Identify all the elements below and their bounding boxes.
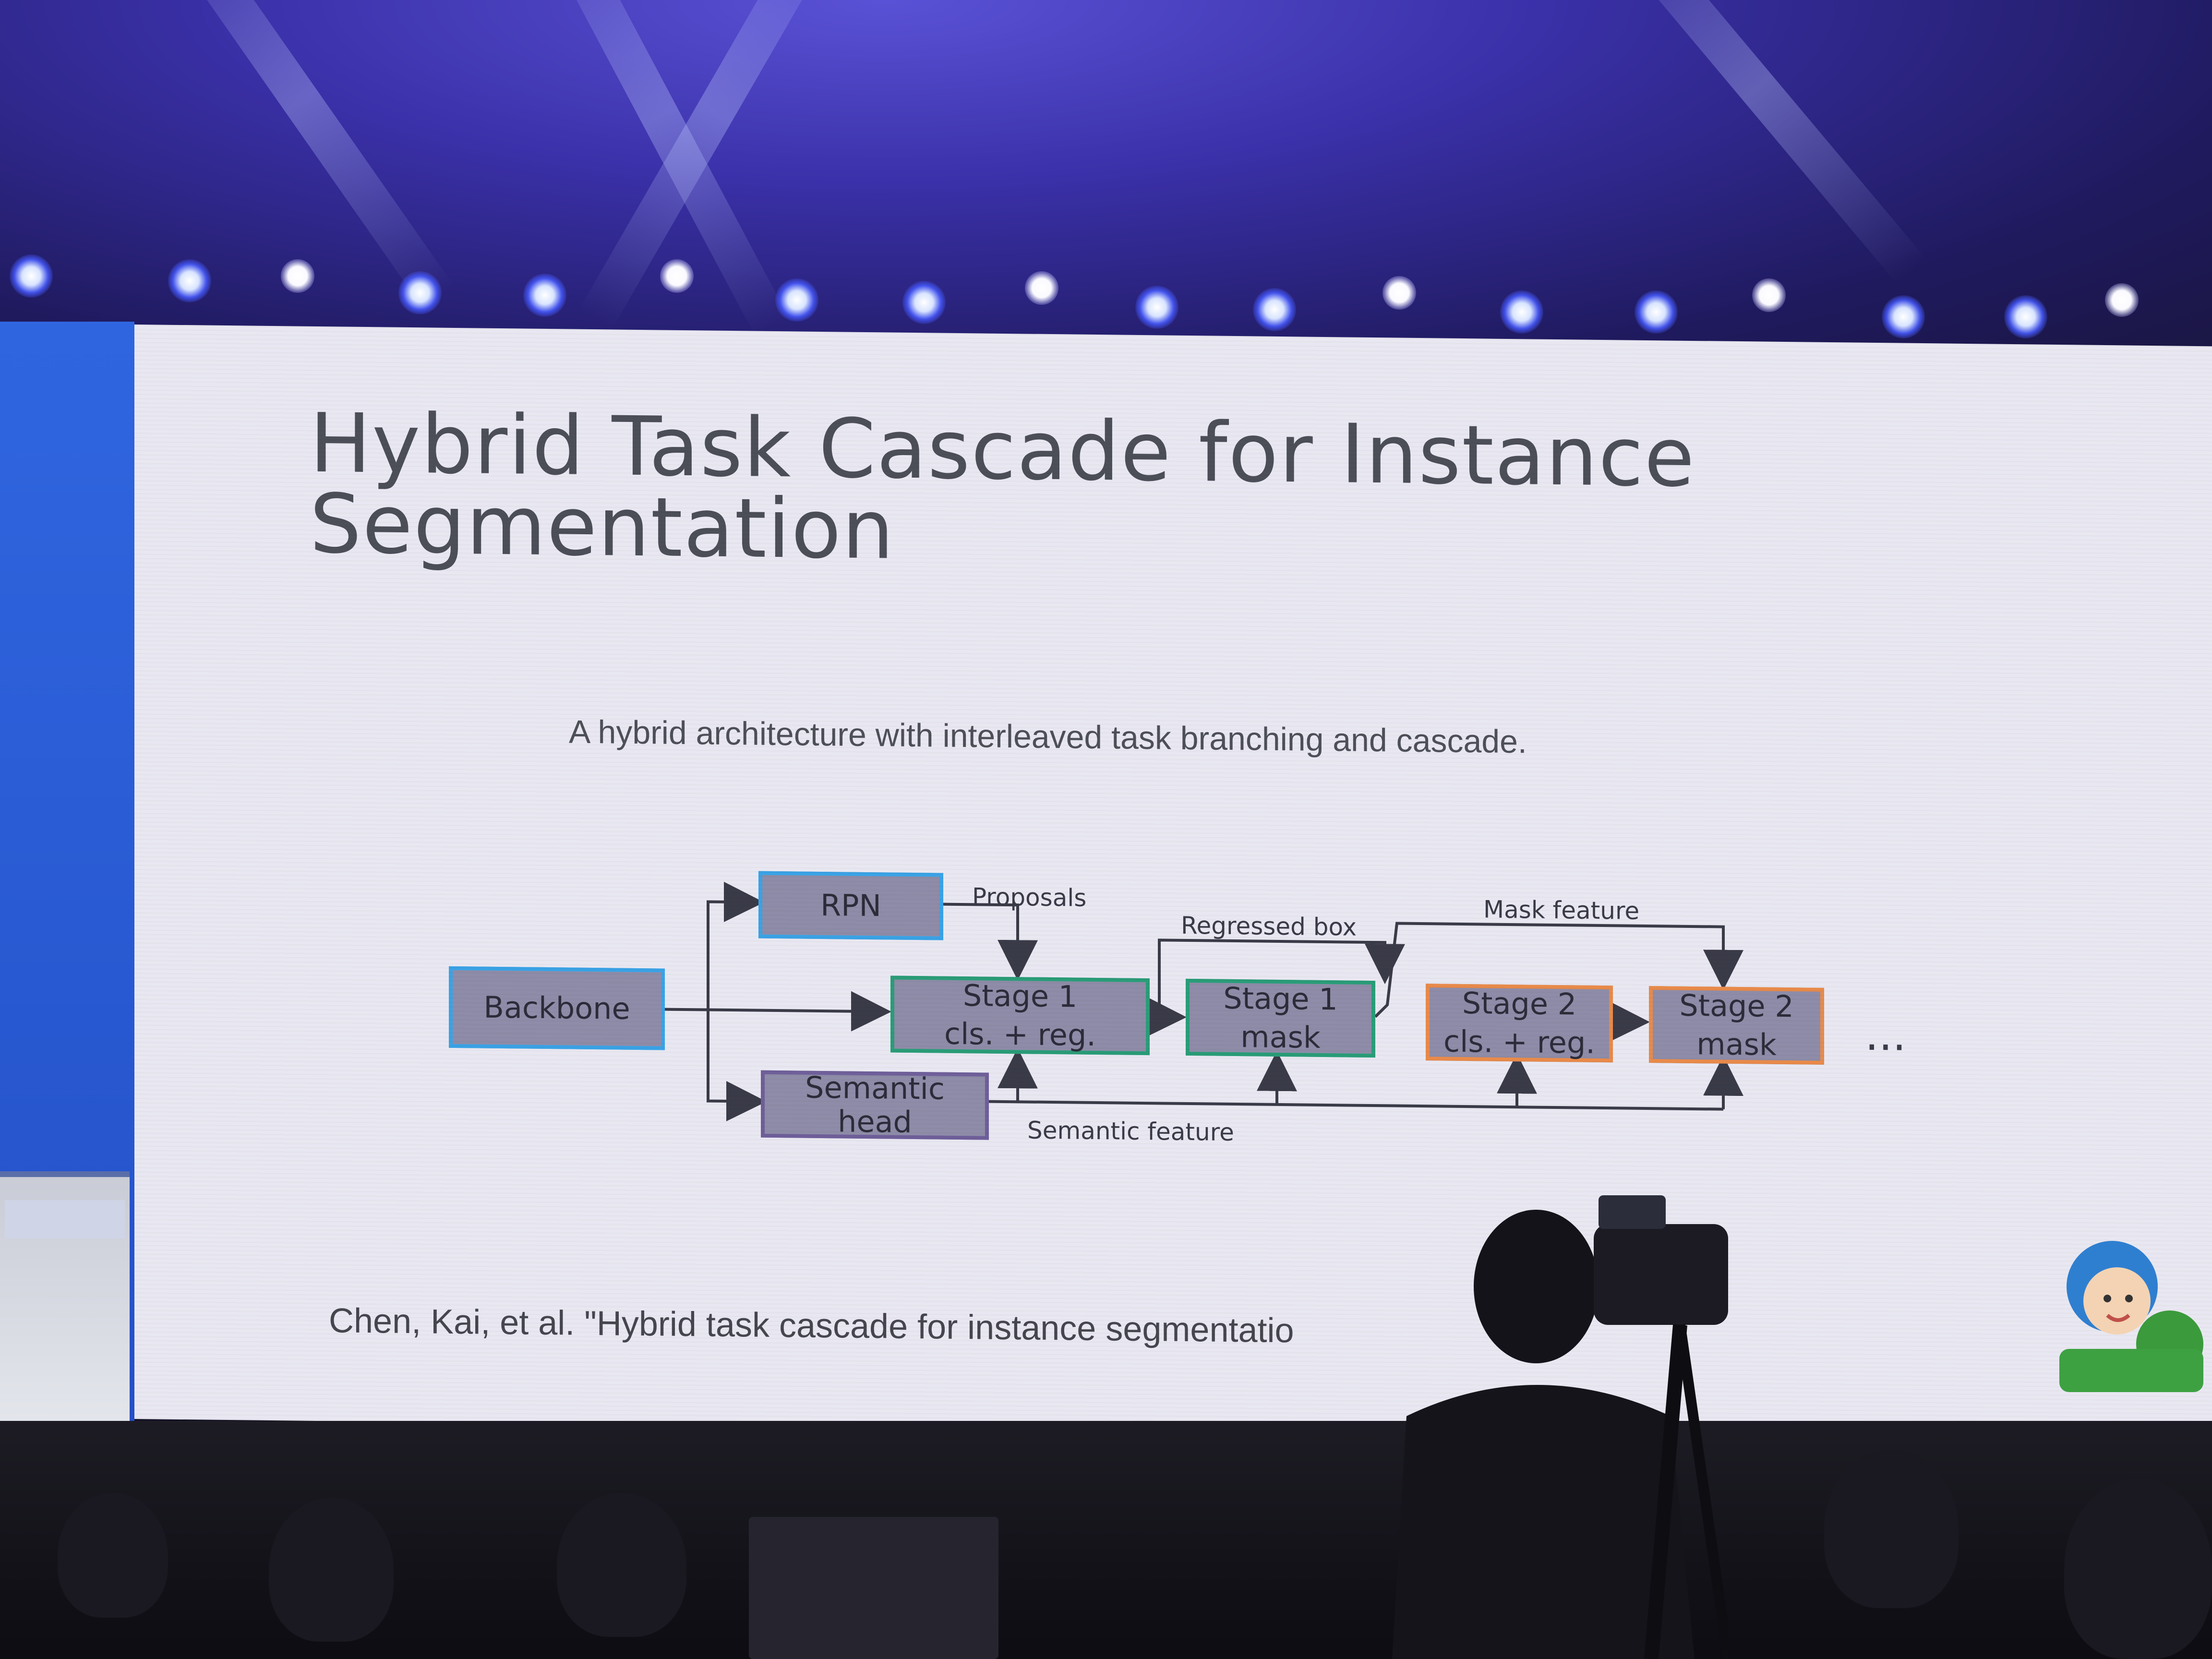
backbone-node: Backbone <box>449 966 665 1050</box>
stage2-mask-node: Stage 2 mask <box>1649 986 1824 1065</box>
arrow-to-rpn <box>707 881 764 1010</box>
stage1-box-label-1: Stage 1 <box>962 978 1078 1014</box>
stage-light <box>1752 278 1786 312</box>
stage1-box-label-2: cls. + reg. <box>944 1016 1096 1053</box>
audience-head <box>269 1498 394 1642</box>
mask-feature-label: Mask feature <box>1483 895 1640 925</box>
stage2-mask-label-1: Stage 2 <box>1679 987 1794 1024</box>
audience-head <box>557 1493 686 1637</box>
rpn-node: RPN <box>758 871 943 940</box>
stage-light <box>1135 286 1178 329</box>
arrow-backbone-stage1 <box>662 991 891 1032</box>
rpn-label: RPN <box>820 887 881 924</box>
stage-light <box>398 271 442 314</box>
stage-light-row <box>0 240 2212 355</box>
semantic-head-label-2: head <box>838 1104 912 1140</box>
stage-backdrop <box>0 0 2212 374</box>
stage-light <box>902 281 946 324</box>
semantic-head-node: Semantic head <box>761 1070 989 1140</box>
projection-screen: Hybrid Task Cascade for Instance Segment… <box>134 325 2212 1441</box>
stage-light <box>2105 283 2139 317</box>
semantic-feature-line <box>989 1100 1723 1111</box>
mascot-logo <box>2059 1241 2203 1392</box>
arrow-regressed-box <box>1158 938 1405 1017</box>
stage-light <box>2004 295 2047 338</box>
stage1-box-node: Stage 1 cls. + reg. <box>890 975 1150 1056</box>
stage-light <box>1382 276 1416 310</box>
stage2-mask-label-2: mask <box>1696 1026 1777 1062</box>
audience-area <box>0 1421 2212 1659</box>
audience-head <box>2064 1479 2212 1659</box>
stage-light <box>1882 295 1925 338</box>
regressed-box-label: Regressed box <box>1181 911 1357 941</box>
stage-light <box>10 254 53 298</box>
arrow-proposals <box>943 902 1038 981</box>
audience-head <box>749 1517 998 1659</box>
stage-light <box>1253 288 1296 331</box>
audience-head <box>58 1493 168 1618</box>
diagram-connectors <box>662 881 1743 1121</box>
semantic-feature-label: Semantic feature <box>1027 1116 1234 1146</box>
semantic-head-label-1: Semantic <box>805 1070 945 1106</box>
stage-light <box>168 259 211 302</box>
stage1-mask-label-2: mask <box>1240 1019 1321 1055</box>
stage2-box-label-1: Stage 2 <box>1462 985 1577 1022</box>
backbone-label: Backbone <box>483 989 630 1026</box>
arrow-to-semantic <box>707 1010 767 1121</box>
audience-head <box>1824 1450 1959 1608</box>
stage1-mask-node: Stage 1 mask <box>1186 978 1375 1058</box>
camera-operator-silhouette <box>1392 1195 1728 1659</box>
stage-light <box>281 259 314 293</box>
arrow-mask-feature <box>1374 922 1743 1018</box>
podium-sign <box>5 1200 125 1238</box>
proposals-label: Proposals <box>972 883 1087 912</box>
stage-light <box>1635 290 1678 334</box>
stage-light <box>1500 290 1543 334</box>
stage2-box-label-2: cls. + reg. <box>1443 1023 1596 1060</box>
stage-light <box>1025 271 1058 305</box>
stage-light <box>660 259 694 293</box>
diagram-ellipsis: ... <box>1865 1010 1906 1061</box>
stage-light <box>523 274 566 317</box>
stage-light <box>775 278 818 322</box>
stage1-mask-label-1: Stage 1 <box>1223 980 1338 1017</box>
stage2-box-node: Stage 2 cls. + reg. <box>1426 984 1613 1063</box>
